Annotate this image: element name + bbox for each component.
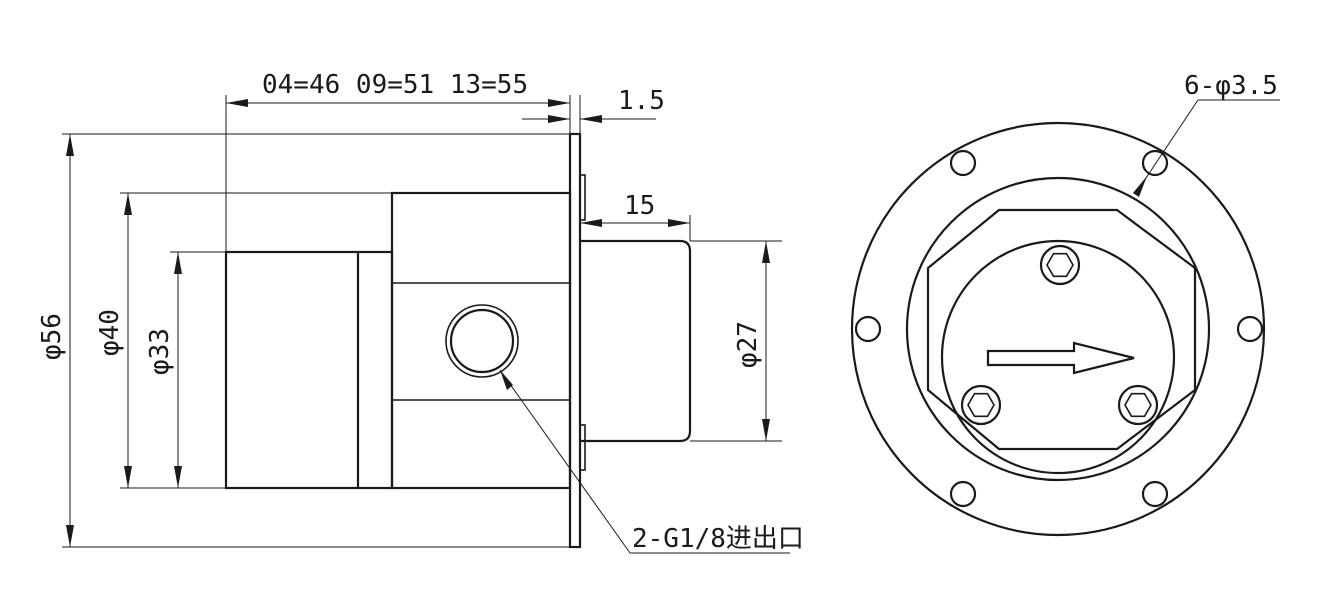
mounting-hole-top-left (949, 149, 977, 177)
flange-boss-bottom (579, 424, 586, 471)
body-flats-octagon (926, 208, 1197, 451)
length-dim-label: 04=46 09=51 13=55 (262, 70, 528, 100)
flange-plate (568, 132, 582, 549)
mounting-hole-left (854, 315, 882, 343)
hex-screw-top (1039, 244, 1081, 286)
mounting-hole-top-right (1141, 149, 1169, 177)
diameter-27-label: φ27 (733, 321, 763, 368)
front-view: 6-φ3.5 (850, 71, 1280, 537)
dim-diameter-33: φ33 (145, 252, 182, 488)
diameter-56-label: φ56 (37, 313, 67, 360)
dim-diameter-56: φ56 (37, 134, 74, 547)
dim-flange-thickness: 1.5 (522, 86, 665, 123)
mounting-hole-bottom-right (1141, 480, 1169, 508)
rear-body (224, 250, 394, 490)
shaft-length-label: 15 (624, 191, 655, 221)
dim-diameter-27: φ27 (733, 241, 770, 441)
flange-boss-top (579, 174, 586, 221)
flange-outer-circle (850, 121, 1266, 537)
shaft-housing (580, 239, 692, 443)
hole-callout-leader: 6-φ3.5 (1133, 71, 1280, 197)
dim-diameter-40: φ40 (95, 193, 132, 488)
port-outer-circle (445, 304, 519, 378)
diameter-40-label: φ40 (95, 309, 125, 356)
port-callout-leader: 2-G1/8进出口 (499, 369, 804, 554)
mounting-hole-right (1236, 315, 1264, 343)
diameter-33-label: φ33 (145, 328, 175, 375)
dim-shaft-length: 15 (580, 191, 690, 227)
flow-direction-arrow (986, 341, 1135, 375)
hole-callout-label: 6-φ3.5 (1184, 71, 1278, 101)
port-callout-label: 2-G1/8进出口 (632, 524, 804, 554)
hex-screw-bottom-right (1117, 384, 1159, 426)
flange-thickness-label: 1.5 (618, 86, 665, 116)
side-view: 04=46 09=51 13=55 1.5 φ56 φ40 (37, 70, 804, 554)
hex-screw-bottom-left (960, 384, 1002, 426)
dim-overall-length: 04=46 09=51 13=55 (226, 70, 570, 107)
mounting-hole-bottom-left (949, 480, 977, 508)
port-inner-circle (449, 308, 515, 374)
mid-housing (390, 191, 572, 490)
shaft-housing-circle (940, 239, 1176, 475)
body-ring-circle (905, 176, 1211, 482)
